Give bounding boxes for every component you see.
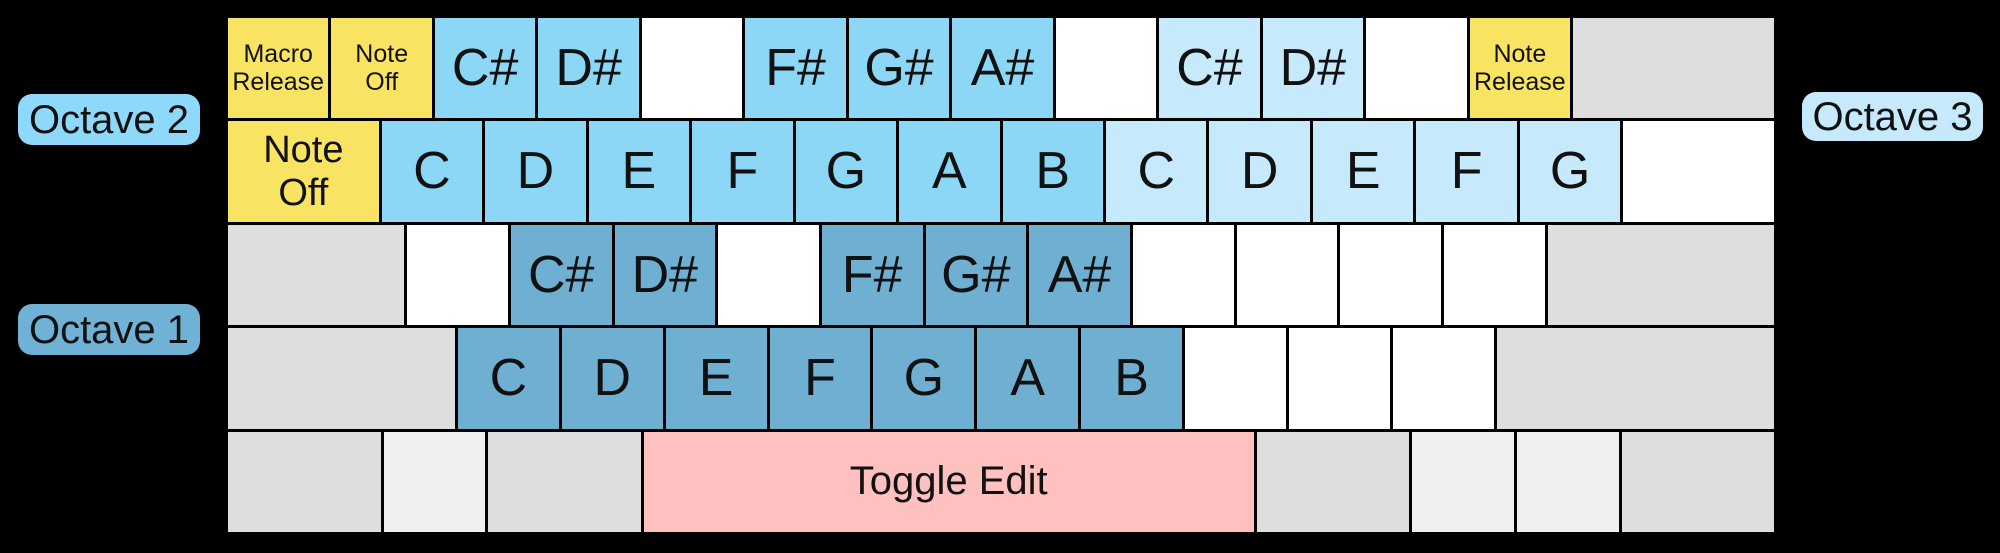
key-note-a-oct2[interactable]: A (899, 121, 1000, 222)
key-modifier (1256, 431, 1410, 533)
key-blank (641, 18, 743, 119)
key-note-g-oct3[interactable]: G (1519, 121, 1621, 222)
key-modifier (1496, 328, 1774, 429)
key-blank (1132, 224, 1234, 326)
key-toggle-edit[interactable]: Toggle Edit (643, 431, 1254, 533)
key-note-b-oct1[interactable]: B (1081, 328, 1182, 429)
octave-3-label-text: Octave 3 (1812, 94, 1973, 139)
key-note-a-sharp-oct1[interactable]: A# (1029, 224, 1130, 326)
octave-3-label: Octave 3 (1802, 92, 1983, 141)
key-note-d-oct1[interactable]: D (561, 328, 663, 429)
key-note-g-sharp-oct1[interactable]: G# (925, 224, 1027, 326)
key-modifier (1573, 18, 1775, 119)
key-blank (1366, 18, 1467, 119)
key-note-off[interactable]: Note Off (331, 18, 432, 119)
key-blank (1623, 121, 1775, 222)
octave-2-label-text: Octave 2 (28, 97, 190, 142)
key-blank (1340, 224, 1441, 326)
key-note-a-sharp-oct2[interactable]: A# (952, 18, 1053, 119)
key-modifier (1547, 224, 1775, 326)
key-blank (1236, 224, 1338, 326)
key-note-c-sharp-oct1[interactable]: C# (510, 224, 612, 326)
key-note-e-oct2[interactable]: E (588, 121, 690, 222)
key-modifier (1516, 431, 1619, 533)
key-modifier (228, 328, 455, 429)
key-note-c-oct2[interactable]: C (381, 121, 483, 222)
key-note-d-oct3[interactable]: D (1209, 121, 1310, 222)
key-note-e-oct3[interactable]: E (1312, 121, 1414, 222)
key-note-off-tab[interactable]: Note Off (228, 121, 379, 222)
key-note-e-oct1[interactable]: E (665, 328, 767, 429)
key-modifier (1412, 431, 1514, 533)
key-note-f-oct2[interactable]: F (692, 121, 793, 222)
key-note-f-oct3[interactable]: F (1416, 121, 1517, 222)
key-note-c-oct1[interactable]: C (457, 328, 559, 429)
key-note-g-oct2[interactable]: G (795, 121, 897, 222)
key-note-f-sharp-oct1[interactable]: F# (821, 224, 923, 326)
key-blank (1288, 328, 1390, 429)
key-note-c-oct3[interactable]: C (1105, 121, 1207, 222)
key-blank (1184, 328, 1286, 429)
key-blank (1443, 224, 1545, 326)
key-note-g-sharp-oct2[interactable]: G# (848, 18, 950, 119)
key-modifier (228, 431, 381, 533)
key-note-g-oct1[interactable]: G (873, 328, 975, 429)
key-note-f-oct1[interactable]: F (769, 328, 871, 429)
key-macro-release[interactable]: Macro Release (228, 18, 329, 119)
key-note-d-oct2[interactable]: D (485, 121, 586, 222)
key-note-d-sharp-oct3[interactable]: D# (1262, 18, 1364, 119)
key-note-b-oct2[interactable]: B (1002, 121, 1103, 222)
keyboard-row-home-row: C#D# F#G#A# (228, 224, 1775, 326)
key-note-d-sharp-oct1[interactable]: D# (614, 224, 716, 326)
key-blank (1055, 18, 1157, 119)
key-note-release[interactable]: Note Release (1469, 18, 1571, 119)
key-blank (718, 224, 819, 326)
octave-2-label: Octave 2 (18, 94, 200, 145)
key-note-c-sharp-oct3[interactable]: C# (1159, 18, 1260, 119)
key-note-a-oct1[interactable]: A (977, 328, 1079, 429)
key-blank (407, 224, 508, 326)
key-note-c-sharp-oct2[interactable]: C# (434, 18, 536, 119)
octave-1-label: Octave 1 (18, 304, 200, 355)
key-modifier (228, 224, 405, 326)
key-note-f-sharp-oct2[interactable]: F# (745, 18, 846, 119)
key-blank (1392, 328, 1494, 429)
octave-1-label-text: Octave 1 (28, 307, 190, 352)
key-modifier (383, 431, 486, 533)
key-note-d-sharp-oct2[interactable]: D# (538, 18, 639, 119)
key-modifier (488, 431, 641, 533)
keyboard-row-space-row: Toggle Edit (228, 431, 1775, 533)
key-modifier (1621, 431, 1775, 533)
